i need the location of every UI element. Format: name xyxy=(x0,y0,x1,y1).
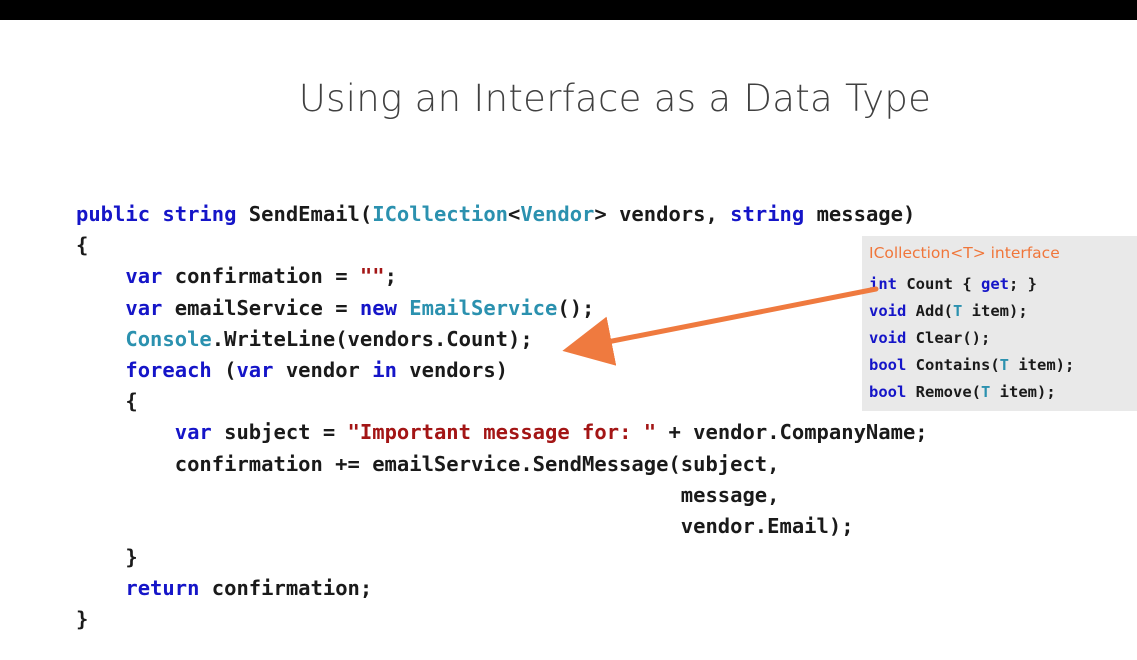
code-token: T xyxy=(999,356,1009,374)
code-token xyxy=(150,202,162,226)
code-token: } xyxy=(76,607,89,632)
code-token: ICollection xyxy=(372,202,508,226)
code-token: bool xyxy=(869,383,907,401)
code-token: confirmation += emailService.SendMessage… xyxy=(76,451,780,476)
code-token: > vendors, xyxy=(594,202,731,226)
code-token: bool xyxy=(869,356,907,374)
code-token: "Important message for: " xyxy=(347,420,657,445)
code-token: T xyxy=(953,302,963,320)
code-token xyxy=(76,296,125,320)
interface-member-line: bool Contains(T item); xyxy=(869,352,1074,379)
interface-callout-box xyxy=(862,236,1137,411)
code-token: message) xyxy=(804,202,916,226)
code-token: Count { xyxy=(897,275,981,293)
code-token: vendor.Email); xyxy=(76,513,854,538)
top-black-bar xyxy=(0,0,1137,20)
code-token: void xyxy=(869,302,907,320)
code-token: < xyxy=(508,202,521,226)
code-token: in xyxy=(372,357,397,382)
code-token: var xyxy=(125,264,163,289)
interface-member-line: void Add(T item); xyxy=(869,298,1074,325)
code-token: string xyxy=(730,202,805,226)
code-token: Clear(); xyxy=(906,329,991,347)
code-token: return xyxy=(125,576,200,601)
code-token: vendor xyxy=(273,357,373,382)
code-token: public xyxy=(76,202,151,226)
code-token: Contains( xyxy=(906,356,1000,374)
code-token: ; } xyxy=(1009,275,1037,293)
interface-callout-code: int Count { get; }void Add(T item);void … xyxy=(869,271,1074,406)
code-line: { xyxy=(76,230,928,261)
code-token: void xyxy=(869,329,907,347)
code-token: var xyxy=(174,420,212,445)
code-token: var xyxy=(236,357,274,382)
code-token xyxy=(76,576,125,600)
code-token xyxy=(76,327,125,351)
code-token: item); xyxy=(962,302,1028,320)
code-token: T xyxy=(980,383,991,401)
code-token: { xyxy=(76,233,89,258)
code-token: "" xyxy=(359,264,385,289)
code-token: confirmation; xyxy=(199,576,373,601)
code-line: var emailService = new EmailService(); xyxy=(76,293,928,324)
code-token: Vendor xyxy=(520,202,595,226)
code-token: Add( xyxy=(906,302,953,320)
code-line: Console.WriteLine(vendors.Count); xyxy=(76,324,928,355)
code-token: get xyxy=(981,275,1009,293)
code-token: int xyxy=(869,275,897,293)
code-token: Console xyxy=(125,326,212,351)
code-token: EmailService xyxy=(409,295,558,320)
code-token: foreach xyxy=(125,357,212,382)
code-line: } xyxy=(76,604,928,635)
interface-callout-title: ICollection<T> interface xyxy=(869,244,1060,262)
code-token: (); xyxy=(557,295,595,320)
code-token: vendors) xyxy=(396,357,509,382)
code-token: Remove( xyxy=(906,383,981,401)
code-token: item); xyxy=(1009,356,1075,374)
code-line: vendor.Email); xyxy=(76,511,928,542)
interface-member-line: int Count { get; } xyxy=(869,271,1074,298)
code-line: return confirmation; xyxy=(76,573,928,604)
code-token: subject = xyxy=(211,420,348,445)
code-line: var confirmation = ""; xyxy=(76,261,928,292)
code-line: { xyxy=(76,386,928,417)
interface-member-line: void Clear(); xyxy=(869,325,1074,352)
code-token: message, xyxy=(76,482,780,507)
code-token: { xyxy=(76,389,138,414)
code-line: public string SendEmail(ICollection<Vend… xyxy=(76,199,928,230)
code-line: } xyxy=(76,542,928,573)
code-token: string xyxy=(162,202,237,226)
code-token: new xyxy=(359,295,397,320)
code-token: + vendor.CompanyName; xyxy=(656,420,928,445)
code-line: confirmation += emailService.SendMessage… xyxy=(76,449,928,480)
code-token: var xyxy=(125,295,163,320)
code-line: var subject = "Important message for: " … xyxy=(76,417,928,448)
code-token xyxy=(76,420,175,444)
code-token xyxy=(397,296,409,320)
code-token: item); xyxy=(990,383,1056,401)
code-token: emailService = xyxy=(162,295,360,320)
interface-member-line: bool Remove(T item); xyxy=(869,379,1074,406)
code-block: public string SendEmail(ICollection<Vend… xyxy=(76,199,928,636)
code-token xyxy=(76,358,125,382)
code-token xyxy=(76,264,125,288)
code-token: confirmation = xyxy=(162,264,360,289)
code-token: .WriteLine(vendors.Count); xyxy=(211,326,533,351)
slide-title: Using an Interface as a Data Type xyxy=(298,77,932,120)
code-line: message, xyxy=(76,480,928,511)
code-token: SendEmail( xyxy=(236,202,373,226)
code-token: ( xyxy=(211,357,237,382)
code-token: } xyxy=(76,545,138,570)
code-line: foreach (var vendor in vendors) xyxy=(76,355,928,386)
code-token: ; xyxy=(384,264,397,289)
